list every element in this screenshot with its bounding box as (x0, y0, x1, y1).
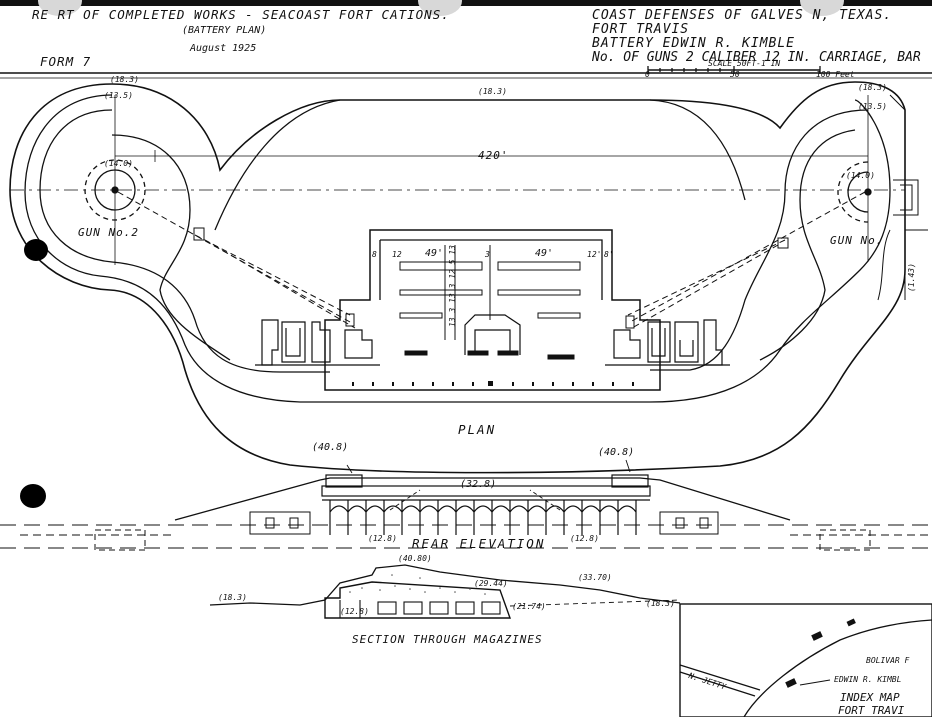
section-elev-floor-right: (21.74) (512, 602, 546, 611)
index-map-label-battery: EDWIN R. KIMBL (834, 675, 902, 684)
ink-blot-upper (24, 239, 48, 261)
section-structure (324, 581, 511, 619)
report-title: RE RT OF COMPLETED WORKS - SEACOAST FORT… (32, 7, 450, 22)
report-date: August 1925 (190, 43, 257, 54)
dim-8-right: 8' (604, 250, 614, 259)
coast-defenses-label: COAST DEFENSES OF GALVES N, TEXAS. (592, 8, 893, 23)
section-elev-left: (18.3) (218, 593, 247, 602)
dim-12-right: 12' (587, 250, 602, 259)
section-magazine-cells (339, 600, 501, 618)
section-elev-far-right: (18.3) (646, 599, 675, 608)
left-gallery-rooms (255, 319, 380, 366)
scale-label: SCALE 50FT-1 IN (708, 59, 781, 68)
section-elev-top: (40.80) (398, 554, 432, 563)
elevation-elev-right: (40.8) (598, 447, 635, 458)
gun-no-2-label: GUN No.2 (78, 226, 139, 239)
section-elev-mid: (29.44) (474, 579, 508, 588)
hatching (404, 350, 575, 360)
scale-mark-50: 50 (730, 70, 740, 79)
index-map-fort-marker (785, 678, 797, 688)
index-map-coast (743, 619, 932, 717)
elevation-right-emplacement (611, 474, 649, 488)
report-subtitle: (BATTERY PLAN) (182, 25, 267, 36)
punch-hole-left (38, 0, 82, 16)
index-map-marker-3 (846, 618, 856, 627)
form-number: FORM 7 (40, 54, 92, 69)
left-gun-ring (24, 94, 891, 403)
plan-span-dimension: 420' (478, 149, 509, 162)
index-map-label-bolivar: BOLIVAR F (866, 656, 910, 665)
punch-hole-center (418, 0, 462, 16)
gun-no-1-label: GUN No. (830, 234, 884, 247)
plan-elev-top: (18.3) (478, 87, 507, 96)
dim-3: 3 (485, 250, 490, 259)
plan-elev-right-gun: (14.0) (846, 171, 875, 180)
scale-mark-0: 0 (645, 70, 650, 79)
right-side-mark: (1.43) (907, 263, 916, 292)
plan-elev-left-outer: (18.3) (110, 75, 139, 84)
magazine-rooms (399, 245, 581, 340)
right-gallery-rooms (605, 319, 730, 366)
plan-elev-right-inner: (13.5) (858, 102, 887, 111)
index-map-frame (679, 603, 932, 717)
battery-block-inner (379, 239, 603, 300)
scale-mark-100: 100 Feet (816, 70, 855, 79)
battery-block-outline (324, 229, 661, 391)
right-parapet-curve (759, 129, 856, 361)
top-embankment (214, 99, 746, 231)
punch-hole-right (800, 0, 844, 16)
left-parapet-curve (111, 134, 231, 361)
guns-info: No. OF GUNS 2 CALIBER 12 IN. CARRIAGE, B… (592, 50, 921, 65)
section-fill-texture (349, 574, 486, 595)
dim-12: 12 (392, 250, 402, 259)
ammo-track-right (627, 191, 866, 329)
index-map-pointer (799, 679, 831, 686)
elevation-elev-left: (40.8) (312, 442, 349, 453)
elevation-base-left: (12.8) (368, 534, 397, 543)
rear-arcade (321, 485, 651, 535)
elevation-left-emplacement (325, 474, 363, 488)
elevation-mound (174, 477, 791, 521)
index-map-marker-2 (811, 631, 823, 641)
fort-name: FORT TRAVIS (592, 22, 690, 37)
top-edge-band (0, 0, 932, 6)
section-profile (209, 564, 681, 606)
section-dash-line (509, 599, 681, 607)
index-map-title: INDEX MAP (840, 691, 900, 704)
right-gun-circle-outer (837, 161, 869, 223)
ink-blot-lower (20, 484, 46, 508)
section-title: SECTION THROUGH MAGAZINES (352, 633, 543, 646)
plan-elev-right-outer: (18.3) (858, 83, 887, 92)
ammo-track-left (117, 191, 356, 329)
elevation-elev-center: (32.8) (460, 479, 497, 490)
left-gun-ring-inner (39, 109, 330, 373)
section-elev-right: (33.70) (578, 573, 612, 582)
index-map-subtitle: FORT TRAVI (838, 704, 905, 717)
plan-elev-left-inner: (13.5) (104, 91, 133, 100)
elevation-base-right: (12.8) (570, 534, 599, 543)
scale-bar (647, 66, 821, 74)
center-stair (464, 314, 521, 355)
index-map-jetty (679, 664, 761, 697)
front-wall-marks (352, 381, 634, 386)
rear-elevation-title: REAR ELEVATION (412, 536, 546, 551)
right-gun-circle-mid (847, 171, 869, 213)
vertical-dimensions: 13 3 13 3 12 5 13 (447, 245, 457, 327)
dim-49-left: 49' (425, 248, 444, 259)
elevation-side-rooms (94, 511, 871, 551)
right-shoreline (877, 94, 919, 301)
plan-title: PLAN (458, 422, 497, 437)
plan-outer-boundary (9, 81, 906, 474)
battery-name: BATTERY EDWIN R. KIMBLE (592, 36, 796, 51)
dim-8: 8 (372, 250, 377, 259)
plan-elev-left-gun: (14.0) (104, 159, 133, 168)
section-elev-floor: (12.8) (340, 607, 369, 616)
dim-49-right: 49' (535, 248, 554, 259)
